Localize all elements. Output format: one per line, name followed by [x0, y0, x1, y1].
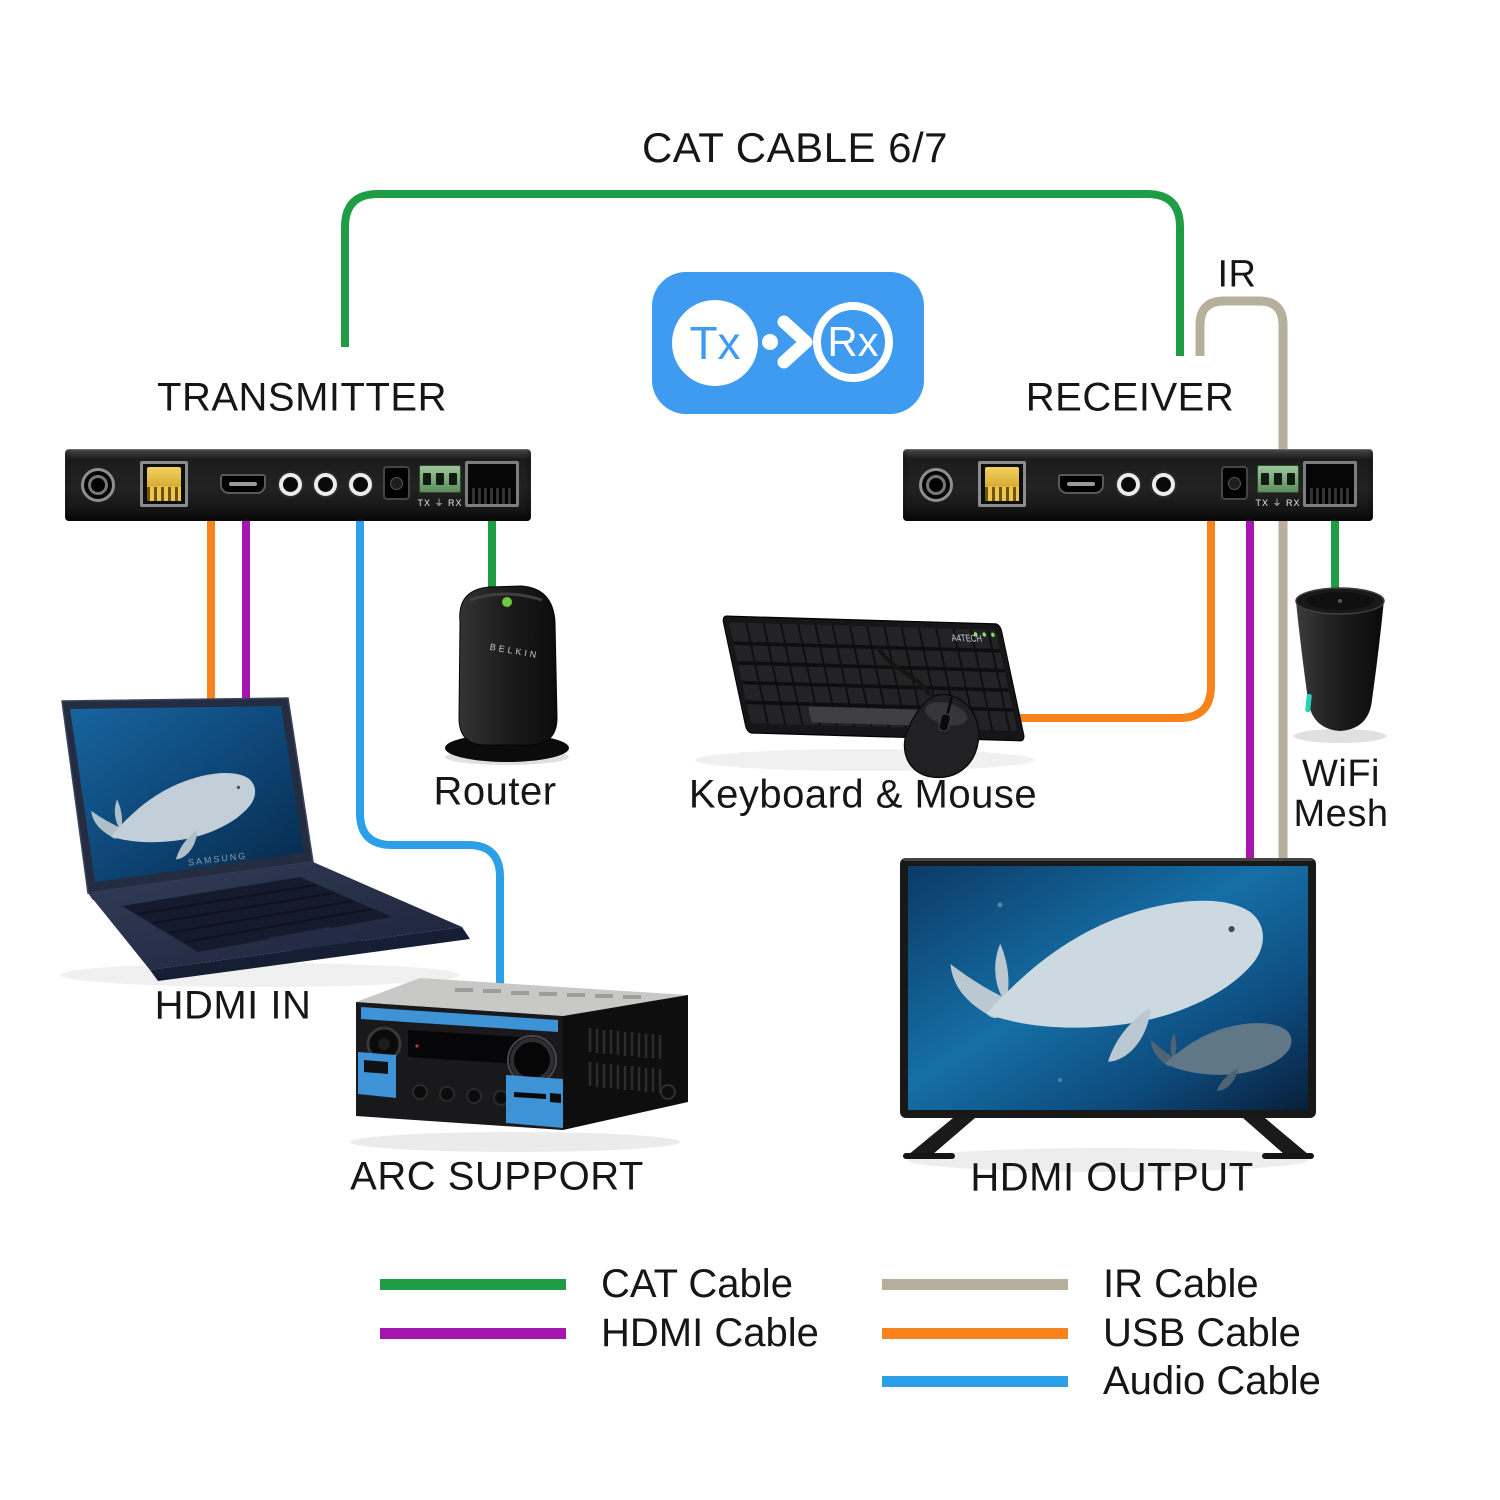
hdmi-port	[220, 474, 266, 494]
tv-leg-right	[1243, 1118, 1309, 1155]
legend-swatch-ir	[882, 1278, 1068, 1290]
power-jack	[81, 468, 115, 502]
legend-label-hdmi: HDMI Cable	[601, 1311, 819, 1355]
legend-swatch-hdmi	[380, 1327, 566, 1339]
cat-input-port	[1303, 461, 1357, 507]
diagram-title: CAT CABLE 6/7	[641, 124, 949, 171]
rx-badge: Rx	[813, 302, 893, 382]
audio-jack	[314, 473, 337, 496]
toslink-port	[383, 466, 410, 500]
amp-small-knobs	[412, 1084, 509, 1106]
laptop-whale	[89, 762, 264, 860]
ethernet-port-yellow	[140, 461, 188, 507]
amplifier	[356, 978, 688, 1130]
ethernet-port-yellow	[978, 461, 1026, 507]
arrow-icon	[762, 315, 813, 369]
audio-cable-transmitter-amplifier	[356, 505, 504, 1008]
keyboard-brand-text: A4TECH	[950, 632, 983, 644]
tx-badge: Tx	[672, 300, 758, 386]
router: BELKIN	[445, 585, 569, 762]
mouse	[876, 645, 980, 779]
toslink-port	[1221, 466, 1248, 500]
hdmi-port	[1058, 474, 1104, 494]
receiver-label: RECEIVER	[1025, 375, 1235, 420]
laptop: SAMSUNG	[61, 697, 470, 981]
hdmi-output-label: HDMI OUTPUT	[970, 1155, 1254, 1200]
legend-audio-cable: Audio Cable	[882, 1358, 1321, 1404]
transmitter-label: TRANSMITTER	[157, 375, 447, 420]
tv-whale-large	[947, 882, 1277, 1063]
ir-label: IR	[1217, 253, 1257, 296]
legend-ir-cable: IR Cable	[882, 1261, 1259, 1307]
legend-swatch-audio	[882, 1375, 1068, 1387]
legend-label-audio: Audio Cable	[1103, 1359, 1321, 1403]
terminal-label: TX ⏚ RX	[417, 498, 463, 508]
ir-cable-loop	[1195, 296, 1288, 864]
power-jack	[919, 468, 953, 502]
legend-label-cat: CAT Cable	[601, 1262, 793, 1306]
router-label: Router	[433, 769, 557, 814]
audio-jack	[349, 473, 372, 496]
legend-usb-cable: USB Cable	[882, 1310, 1301, 1356]
router-led	[502, 597, 512, 607]
legend-swatch-usb	[882, 1327, 1068, 1339]
legend-label-usb: USB Cable	[1103, 1311, 1301, 1355]
cat-cable-top-run	[341, 190, 1184, 356]
keyboard: A4TECH	[722, 615, 1025, 742]
tx-rx-logo: Tx Rx	[652, 272, 924, 414]
cat-output-port	[465, 461, 519, 507]
keyboard-mouse-label: Keyboard & Mouse	[688, 772, 1038, 817]
audio-jack	[1117, 473, 1140, 496]
wifi-mesh-unit	[1295, 587, 1385, 731]
legend-label-ir: IR Cable	[1103, 1262, 1259, 1306]
audio-jack	[279, 473, 302, 496]
legend-swatch-cat	[380, 1278, 566, 1290]
tx-rx-terminal	[1257, 465, 1299, 493]
tx-rx-terminal	[419, 465, 461, 493]
usb-cable-receiver-mouse	[995, 505, 1215, 722]
legend-hdmi-cable: HDMI Cable	[380, 1310, 819, 1356]
wifi-mesh-label: WiFi Mesh	[1293, 753, 1389, 835]
audio-jack	[1152, 473, 1175, 496]
rx-badge-label: Rx	[827, 318, 879, 365]
mouse-wheel	[938, 712, 952, 732]
terminal-label: TX ⏚ RX	[1255, 498, 1301, 508]
tx-badge-label: Tx	[689, 317, 741, 369]
legend-cat-cable: CAT Cable	[380, 1261, 793, 1307]
transmitter-unit: TX ⏚ RX	[65, 449, 531, 521]
tv-leg-left	[908, 1118, 975, 1155]
arc-support-label: ARC SUPPORT	[350, 1154, 644, 1199]
amp-knob-master	[510, 1038, 554, 1082]
tv	[900, 858, 1316, 1159]
mesh-led	[1305, 694, 1312, 713]
receiver-unit: TX ⏚ RX	[903, 449, 1373, 521]
hdmi-in-label: HDMI IN	[154, 983, 312, 1028]
